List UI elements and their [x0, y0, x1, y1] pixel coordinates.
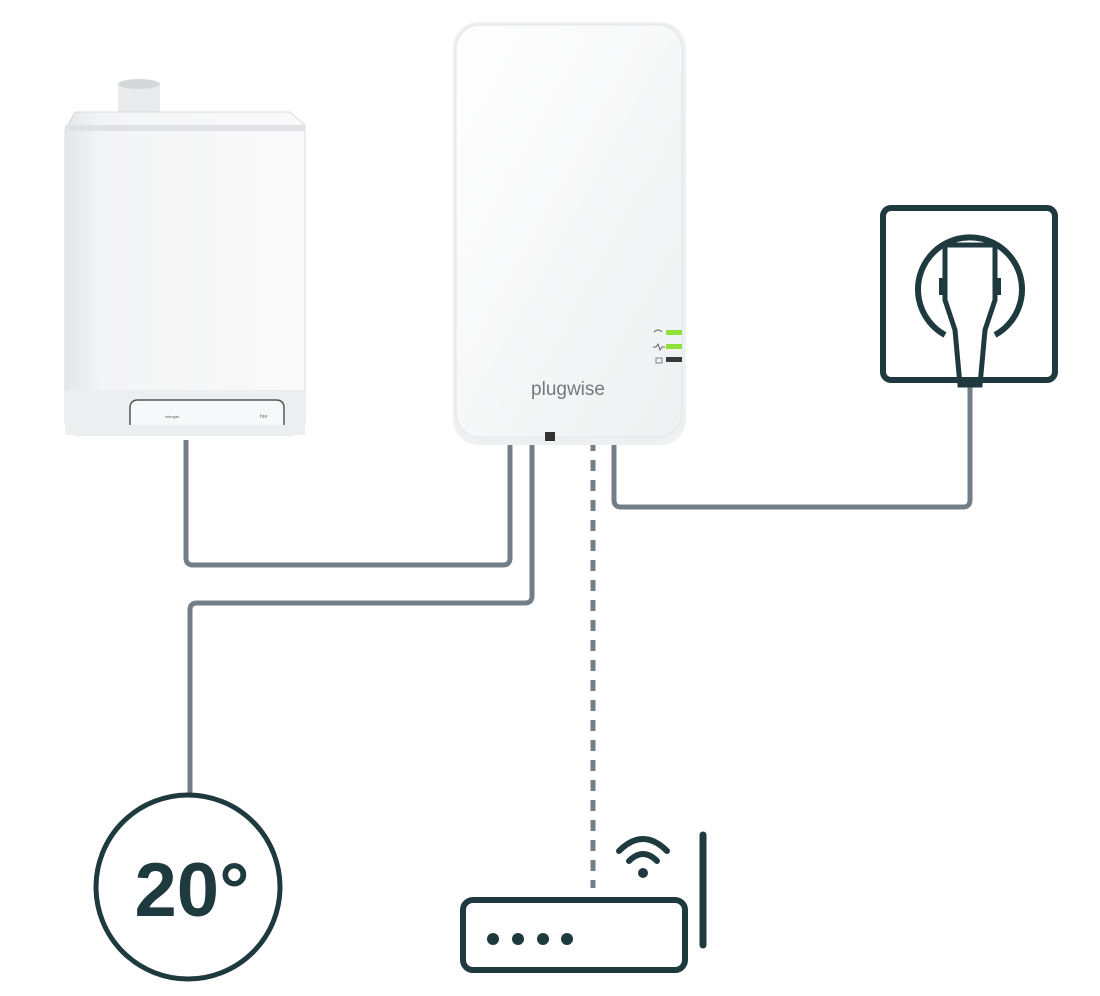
plugwise-logo: plugwise: [531, 379, 605, 400]
thermostat-cable: [187, 440, 535, 795]
thermostat-icon: 20°: [93, 792, 283, 982]
activity-led-icon: [653, 342, 682, 352]
boiler-brand-label: intergas: [165, 414, 179, 419]
power-cable: [611, 385, 973, 510]
router-icon: [460, 831, 707, 973]
wifi-led-icon: [653, 329, 682, 335]
power-outlet-icon: [880, 205, 1058, 388]
wifi-icon: [616, 836, 670, 864]
network-led-icon: [655, 357, 682, 364]
thermostat-temperature: 20°: [135, 848, 250, 933]
plugwise-gateway: plugwise: [453, 22, 686, 445]
boiler-image: intergas hre: [64, 79, 306, 436]
boiler-model-label: hre: [260, 414, 267, 420]
boiler-cable: [183, 440, 513, 568]
